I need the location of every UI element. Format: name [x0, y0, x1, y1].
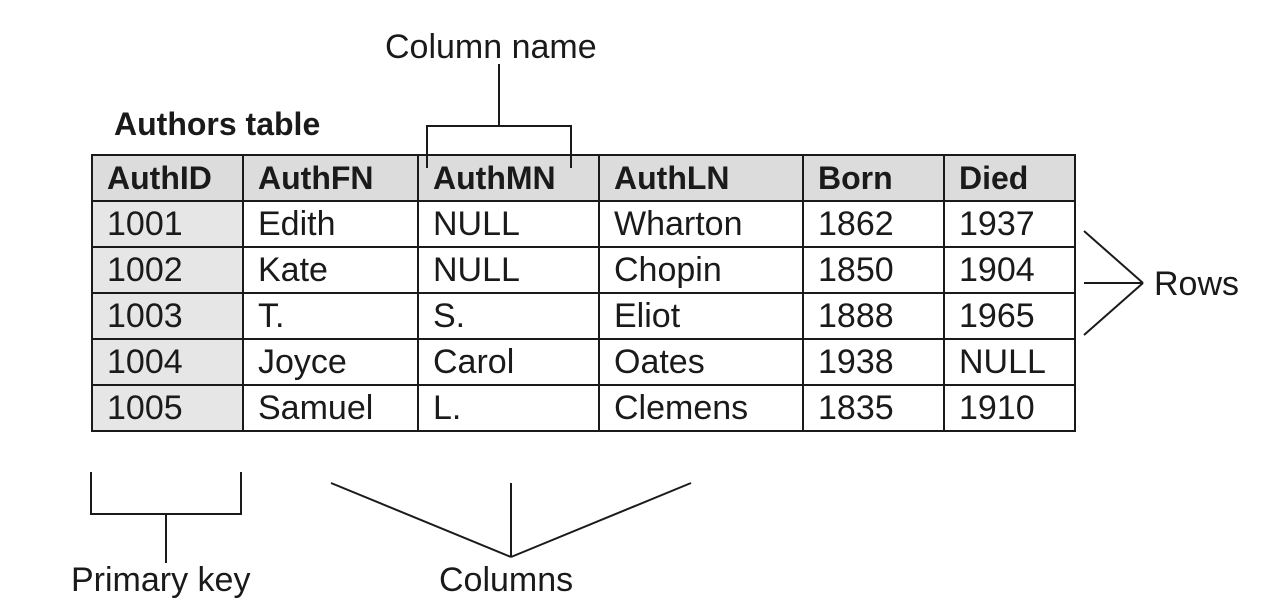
- table-cell: NULL: [417, 246, 600, 294]
- table-cell: Carol: [417, 338, 600, 386]
- table-cell: Clemens: [598, 384, 804, 432]
- table-cell: 1910: [943, 384, 1076, 432]
- table-cell: Edith: [242, 200, 419, 248]
- primary-key-bracket: [90, 472, 242, 563]
- rows-bracket: [1083, 230, 1144, 336]
- table-row: 1002 Kate NULL Chopin 1850 1904: [91, 246, 1076, 294]
- rows-annotation: Rows: [1154, 265, 1240, 303]
- table-cell: T.: [242, 292, 419, 340]
- table-title: Authors table: [114, 106, 321, 142]
- table-cell: 1937: [943, 200, 1076, 248]
- primary-key-annotation: Primary key: [71, 561, 251, 599]
- table-cell: 1888: [802, 292, 945, 340]
- table-row: 1003 T. S. Eliot 1888 1965: [91, 292, 1076, 340]
- header-cell-died: Died: [943, 154, 1076, 202]
- table-cell-primary-key: 1003: [91, 292, 244, 340]
- table-cell: S.: [417, 292, 600, 340]
- table-cell: Wharton: [598, 200, 804, 248]
- header-cell-authln: AuthLN: [598, 154, 804, 202]
- header-cell-born: Born: [802, 154, 945, 202]
- header-cell-authid: AuthID: [91, 154, 244, 202]
- table-cell: Samuel: [242, 384, 419, 432]
- authors-table: AuthID AuthFN AuthMN AuthLN Born Died 10…: [91, 154, 1076, 432]
- table-row: 1005 Samuel L. Clemens 1835 1910: [91, 384, 1076, 432]
- table-cell: L.: [417, 384, 600, 432]
- column-name-bracket: [426, 64, 572, 168]
- table-cell: NULL: [943, 338, 1076, 386]
- header-row: AuthID AuthFN AuthMN AuthLN Born Died: [91, 154, 1076, 202]
- columns-bracket: [330, 482, 692, 558]
- table-cell: Kate: [242, 246, 419, 294]
- table-cell: 1862: [802, 200, 945, 248]
- table-cell: 1850: [802, 246, 945, 294]
- columns-annotation: Columns: [439, 561, 574, 599]
- column-name-annotation: Column name: [385, 28, 597, 66]
- table-cell: Chopin: [598, 246, 804, 294]
- table-row: 1004 Joyce Carol Oates 1938 NULL: [91, 338, 1076, 386]
- table-cell: Eliot: [598, 292, 804, 340]
- table-cell-primary-key: 1005: [91, 384, 244, 432]
- table-cell-primary-key: 1002: [91, 246, 244, 294]
- header-cell-authmn: AuthMN: [417, 154, 600, 202]
- table-cell: Joyce: [242, 338, 419, 386]
- table-cell-primary-key: 1001: [91, 200, 244, 248]
- table-cell: NULL: [417, 200, 600, 248]
- table-cell: 1904: [943, 246, 1076, 294]
- table-row: 1001 Edith NULL Wharton 1862 1937: [91, 200, 1076, 248]
- table-cell: 1938: [802, 338, 945, 386]
- table-cell: Oates: [598, 338, 804, 386]
- table-cell: 1965: [943, 292, 1076, 340]
- table-cell: 1835: [802, 384, 945, 432]
- table-cell-primary-key: 1004: [91, 338, 244, 386]
- header-cell-authfn: AuthFN: [242, 154, 419, 202]
